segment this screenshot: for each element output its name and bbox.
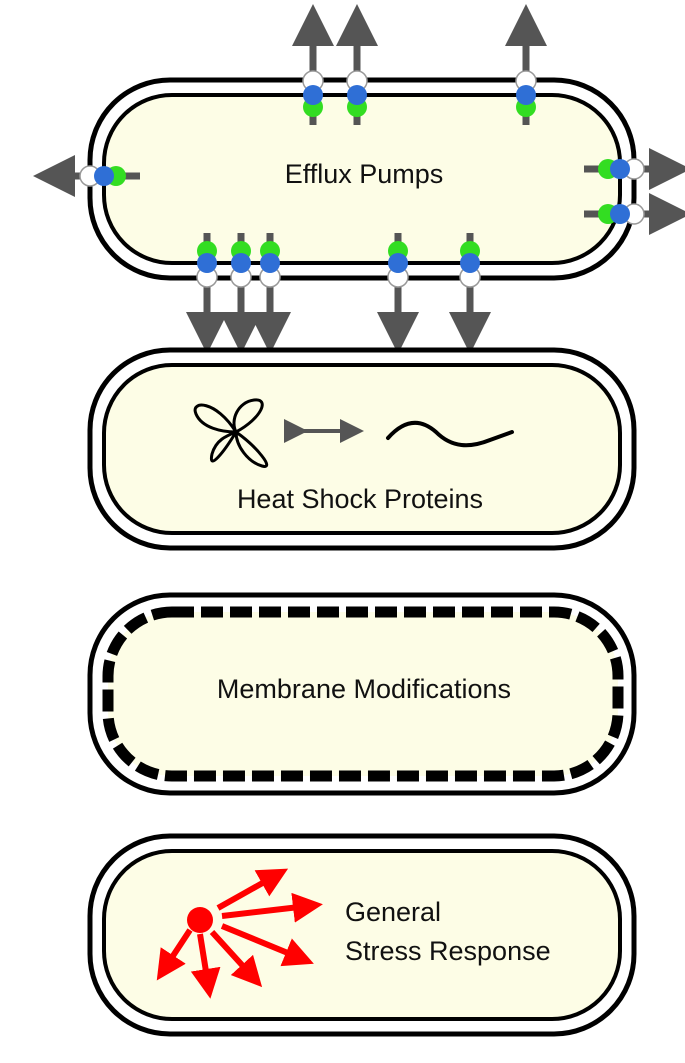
stress-signal-arrow xyxy=(216,868,289,911)
efflux-pump xyxy=(505,4,547,125)
pump-subunit-blue xyxy=(610,159,630,179)
efflux-pumps-label: Efflux Pumps xyxy=(285,159,444,189)
efflux-pump xyxy=(249,233,291,354)
folded-protein-icon xyxy=(193,398,269,468)
heat-shock-panel: Heat Shock Proteins xyxy=(87,347,637,551)
efflux-pump xyxy=(584,148,685,190)
efflux-pump xyxy=(336,4,378,125)
stress-label-line1: General xyxy=(345,897,441,927)
pump-subunit-blue xyxy=(516,85,536,105)
efflux-pump xyxy=(584,193,685,235)
pump-subunit-blue xyxy=(388,253,408,273)
stress-signal-burst xyxy=(156,868,323,999)
efflux-pump xyxy=(377,233,419,354)
membrane-modifications-panel: Membrane Modifications xyxy=(87,592,637,796)
stress-signal-arrow xyxy=(220,923,314,967)
modified-membrane-dashed xyxy=(102,606,624,782)
cell-inner-membrane xyxy=(102,849,622,1021)
heat-shock-label: Heat Shock Proteins xyxy=(237,484,483,514)
membrane-modifications-label: Membrane Modifications xyxy=(217,674,511,704)
pump-subunit-blue xyxy=(231,253,251,273)
stress-signal-arrow xyxy=(190,933,221,999)
pump-subunit-blue xyxy=(460,253,480,273)
pump-subunit-blue xyxy=(303,85,323,105)
efflux-pump xyxy=(186,233,228,354)
stress-label-line2: Stress Response xyxy=(345,936,551,966)
efflux-pump xyxy=(449,233,491,354)
general-stress-panel: General Stress Response xyxy=(87,833,637,1037)
stress-signal-arrow xyxy=(221,892,323,923)
pump-subunit-blue xyxy=(260,253,280,273)
pump-subunit-blue xyxy=(94,166,114,186)
stress-signal-arrow xyxy=(209,929,263,988)
efflux-pump xyxy=(220,233,262,354)
pump-subunit-blue xyxy=(347,85,367,105)
pump-subunit-blue xyxy=(197,253,217,273)
efflux-pumps-panel: Efflux Pumps xyxy=(33,4,685,354)
efflux-pump-group xyxy=(33,4,685,354)
cell-inner-membrane xyxy=(102,363,622,535)
stress-signal-dot xyxy=(187,907,213,933)
pump-subunit-blue xyxy=(610,204,630,224)
unfolded-protein-icon xyxy=(386,421,514,448)
efflux-pump xyxy=(292,4,334,125)
efflux-pump xyxy=(33,155,140,197)
stress-signal-arrow xyxy=(156,928,193,981)
